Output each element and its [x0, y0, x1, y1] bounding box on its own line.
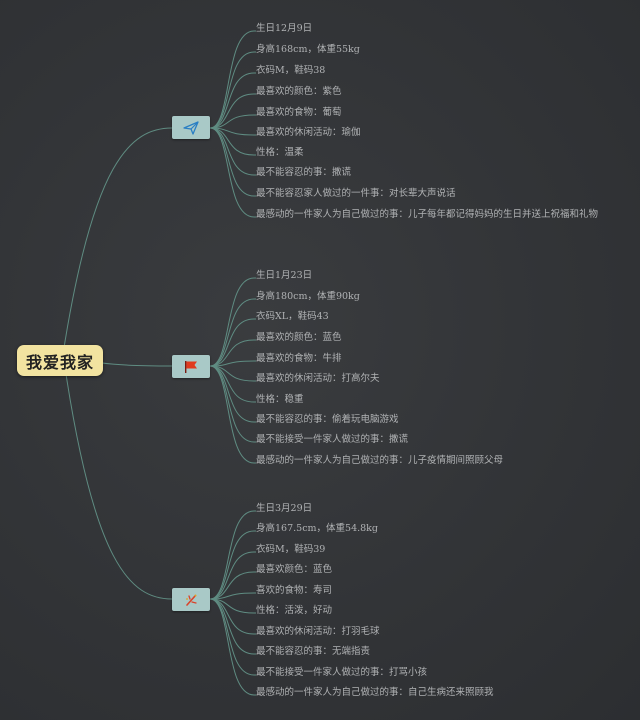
leaf-link-3-7: [209, 598, 255, 635]
leaf-link-2-4: [209, 339, 255, 367]
leaf-2-9[interactable]: 最不能接受一件家人做过的事：撒谎: [256, 434, 409, 445]
leaf-1-9[interactable]: 最不能容忍家人做过的一件事：对长辈大声说话: [256, 188, 456, 199]
leaf-3-4[interactable]: 最喜欢颜色：蓝色: [256, 564, 333, 575]
leaf-link-1-10: [209, 127, 255, 218]
leaf-3-2[interactable]: 身高167.5cm，体重54.8kg: [256, 523, 379, 534]
leaf-link-1-4: [209, 93, 255, 129]
root-link-1: [62, 127, 173, 355]
leaf-link-1-8: [209, 127, 255, 176]
leaf-1-7[interactable]: 性格：温柔: [256, 147, 304, 158]
red-flag-icon: [184, 360, 198, 374]
leaf-link-3-1: [209, 510, 255, 600]
leaf-link-1-2: [209, 51, 255, 129]
leaf-link-3-3: [209, 551, 255, 600]
leaf-link-3-8: [209, 598, 255, 655]
leaf-link-2-1: [209, 277, 255, 367]
leaf-1-3[interactable]: 衣码M，鞋码38: [256, 65, 326, 76]
root-label: 我爱我家: [25, 352, 94, 372]
leaf-1-8[interactable]: 最不能容忍的事：撒谎: [256, 167, 352, 178]
leaf-link-3-4: [209, 571, 255, 600]
leaf-2-4[interactable]: 最喜欢的颜色：蓝色: [256, 332, 342, 343]
leaf-link-2-7: [209, 365, 255, 403]
leaf-link-3-2: [209, 530, 255, 600]
leaf-1-1[interactable]: 生日12月9日: [256, 23, 313, 34]
leaf-2-3[interactable]: 衣码XL，鞋码43: [256, 311, 329, 322]
leaf-3-5[interactable]: 喜欢的食物：寿司: [256, 585, 333, 596]
leaf-3-9[interactable]: 最不能接受一件家人做过的事：打骂小孩: [256, 667, 428, 678]
leaf-2-7[interactable]: 性格：稳重: [256, 394, 304, 405]
leaf-1-10[interactable]: 最感动的一件家人为自己做过的事：儿子每年都记得妈妈的生日并送上祝福和礼物: [256, 209, 599, 220]
leaf-2-6[interactable]: 最喜欢的休闲活动：打高尔夫: [256, 373, 380, 384]
leaf-3-3[interactable]: 衣码M，鞋码39: [256, 544, 326, 555]
paper-plane-icon: [183, 120, 199, 135]
leaf-3-1[interactable]: 生日3月29日: [256, 503, 313, 514]
leaf-2-1[interactable]: 生日1月23日: [256, 270, 313, 281]
sparkle-icon: [184, 593, 198, 607]
leaf-3-6[interactable]: 性格：活泼，好动: [256, 605, 333, 616]
root-node[interactable]: 我爱我家: [17, 345, 103, 376]
leaf-link-2-10: [209, 365, 255, 464]
leaf-1-4[interactable]: 最喜欢的颜色：紫色: [256, 86, 342, 97]
leaf-2-5[interactable]: 最喜欢的食物：牛排: [256, 353, 342, 364]
leaf-1-5[interactable]: 最喜欢的食物：葡萄: [256, 107, 342, 118]
member-node-1[interactable]: [172, 116, 210, 139]
leaf-link-1-5: [209, 114, 255, 129]
leaf-3-10[interactable]: 最感动的一件家人为自己做过的事：自己生病还来照顾我: [256, 687, 494, 698]
leaf-link-2-3: [209, 318, 255, 367]
leaf-link-1-3: [209, 72, 255, 129]
leaf-link-3-10: [209, 598, 255, 696]
leaf-link-3-9: [209, 598, 255, 676]
leaf-2-10[interactable]: 最感动的一件家人为自己做过的事：儿子疫情期间照顾父母: [256, 455, 504, 466]
leaf-2-2[interactable]: 身高180cm，体重90kg: [256, 291, 360, 302]
leaf-link-2-2: [209, 298, 255, 367]
leaf-3-8[interactable]: 最不能容忍的事：无端指责: [256, 646, 371, 657]
member-node-3[interactable]: [172, 588, 210, 611]
leaf-1-2[interactable]: 身高168cm，体重55kg: [256, 44, 360, 55]
leaf-link-1-1: [209, 30, 255, 129]
leaf-2-8[interactable]: 最不能容忍的事：偷着玩电脑游戏: [256, 414, 399, 425]
leaf-3-7[interactable]: 最喜欢的休闲活动：打羽毛球: [256, 626, 380, 637]
leaf-1-6[interactable]: 最喜欢的休闲活动：瑜伽: [256, 127, 361, 138]
root-link-3: [62, 353, 173, 600]
member-node-2[interactable]: [172, 355, 210, 378]
